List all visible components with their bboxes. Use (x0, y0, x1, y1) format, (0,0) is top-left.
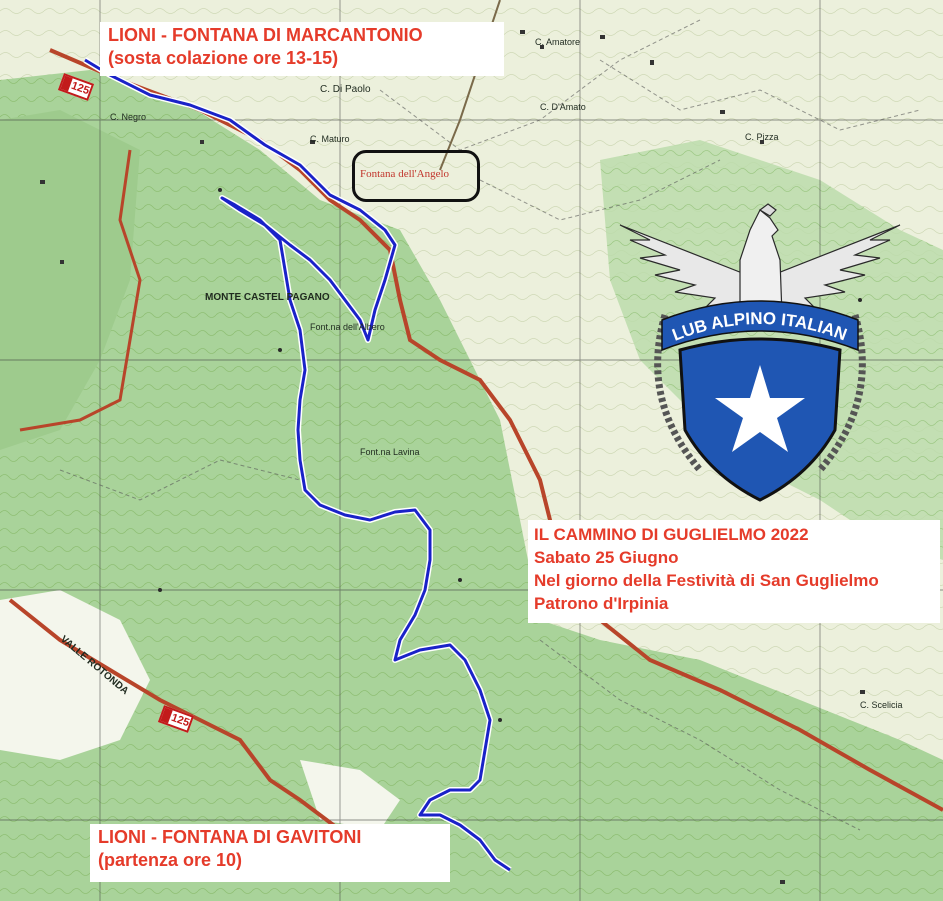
c-amatore-label: C. Amatore (535, 37, 580, 47)
spot-height-marks (158, 188, 862, 722)
logo-ribbon (661, 300, 859, 352)
eagle-wings (619, 224, 901, 311)
c-scelicia-label: C. Scelicia (860, 700, 903, 710)
event-patron: Patrono d'Irpinia (534, 594, 669, 613)
eagle-body (739, 203, 783, 316)
event-occasion: Nel giorno della Festività di San Guglie… (534, 571, 879, 590)
main-road-west (19, 149, 142, 432)
fontana-angelo-label: Fontana dell'Angelo (360, 168, 450, 180)
map-buildings (40, 30, 865, 884)
event-date: Sabato 25 Giugno (534, 548, 679, 567)
fonte-albero-label: Font.na dell'Albero (310, 322, 385, 332)
c-negro-label: C. Negro (110, 112, 146, 122)
start-point-label-gavitoni: LIONI - FONTANA DI GAVITONI (partenza or… (90, 824, 450, 882)
label-bottom-line1: LIONI - FONTANA DI GAVITONI (98, 827, 362, 847)
logo-star (715, 365, 805, 452)
c-maturo-label: C. Maturo (310, 134, 350, 144)
label-top-line1: LIONI - FONTANA DI MARCANTONIO (108, 25, 423, 45)
hiking-trail-route-line (84, 58, 511, 872)
forest-area-west-contours (0, 70, 943, 901)
monte-castel-pagano-label: MONTE CASTEL PAGANO (205, 292, 330, 303)
event-info-label: IL CAMMINO DI GUGLIELMO 2022 Sabato 25 G… (528, 520, 940, 623)
label-top-line2: (sosta colazione ore 13-15) (108, 48, 339, 68)
white-clearing-1 (0, 590, 150, 760)
c-di-paolo-label: C. Di Paolo (320, 84, 371, 95)
c-pizza-label: C. Pizza (745, 132, 779, 142)
forest-area-northwest (0, 110, 140, 450)
road-number-text: 125 (169, 711, 191, 730)
start-point-label-marcantonio: LIONI - FONTANA DI MARCANTONIO (sosta co… (100, 22, 504, 76)
c-d-amato-label: C. D'Amato (540, 102, 586, 112)
label-bottom-line2: (partenza ore 10) (98, 850, 243, 870)
event-title: IL CAMMINO DI GUGLIELMO 2022 (534, 525, 809, 544)
white-clearing-2 (300, 760, 400, 830)
minor-tracks (59, 19, 921, 831)
road-number-text: 125 (69, 79, 91, 98)
fonte-lavina-label: Font.na Lavina (360, 447, 420, 457)
cai-eagle-shield-star-icon: CLUB ALPINO ITALIANO (610, 200, 901, 502)
fontana-angelo-callout-box (352, 150, 480, 202)
